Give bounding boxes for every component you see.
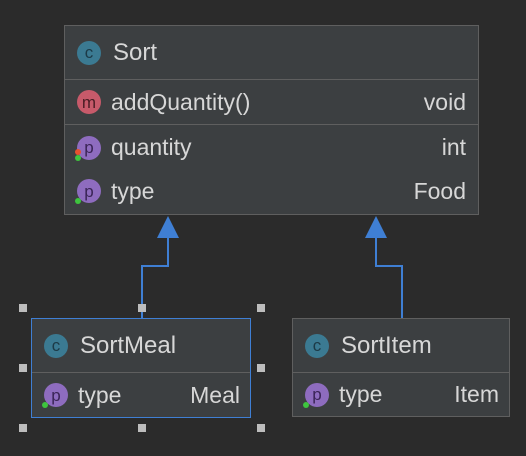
class-sortmeal[interactable]: c SortMeal p type Meal bbox=[31, 318, 251, 418]
method-return-type: void bbox=[423, 88, 466, 115]
getter-indicator-icon bbox=[42, 402, 48, 408]
getter-indicator-icon bbox=[303, 401, 309, 408]
method-icon: m bbox=[77, 90, 101, 114]
resize-handle-right[interactable] bbox=[257, 364, 265, 372]
property-icon: p bbox=[42, 383, 68, 408]
property-name: quantity bbox=[111, 134, 192, 160]
class-icon: c bbox=[44, 333, 68, 358]
getter-indicator-icon bbox=[75, 198, 81, 204]
property-icon: p bbox=[303, 382, 329, 408]
property-row[interactable]: p type Item bbox=[293, 373, 509, 416]
class-icon: c bbox=[305, 333, 329, 358]
property-row[interactable]: p type Meal bbox=[32, 373, 250, 417]
class-name: SortItem bbox=[341, 331, 432, 359]
inheritance-arrowhead-icon bbox=[157, 216, 179, 238]
setter-indicator-icon bbox=[75, 148, 81, 155]
class-header: c SortItem bbox=[293, 319, 509, 373]
class-icon: c bbox=[77, 40, 101, 65]
resize-handle-bottom-right[interactable] bbox=[257, 424, 265, 432]
property-name: type bbox=[339, 381, 383, 407]
property-row[interactable]: p quantity int bbox=[65, 124, 478, 170]
method-row[interactable]: m addQuantity() void bbox=[65, 80, 478, 124]
resize-handle-top-left[interactable] bbox=[19, 304, 27, 312]
class-header: c Sort bbox=[65, 26, 478, 80]
resize-handle-top-right[interactable] bbox=[257, 304, 265, 312]
edge-sortitem-to-sort[interactable] bbox=[375, 232, 403, 318]
property-type: Meal bbox=[190, 381, 240, 408]
property-type: Item bbox=[454, 381, 499, 407]
getter-indicator-icon bbox=[75, 154, 81, 161]
resize-handle-bottom[interactable] bbox=[138, 424, 146, 432]
property-name: type bbox=[111, 177, 155, 204]
property-row[interactable]: p type Food bbox=[65, 170, 478, 212]
class-name: Sort bbox=[113, 38, 158, 66]
class-header: c SortMeal bbox=[32, 319, 250, 373]
edge-sortmeal-to-sort[interactable] bbox=[141, 232, 169, 318]
resize-handle-top[interactable] bbox=[138, 304, 146, 312]
property-icon-letter: p bbox=[84, 181, 94, 201]
property-type: int bbox=[441, 134, 466, 160]
class-name: SortMeal bbox=[80, 331, 177, 359]
property-type: Food bbox=[413, 177, 466, 204]
property-icon-letter: p bbox=[51, 385, 61, 405]
class-sort[interactable]: c Sort m addQuantity() void p quantity i… bbox=[64, 25, 479, 215]
property-name: type bbox=[78, 381, 122, 408]
resize-handle-left[interactable] bbox=[19, 364, 27, 372]
resize-handle-bottom-left[interactable] bbox=[19, 424, 27, 432]
property-icon: p bbox=[75, 135, 101, 161]
inheritance-arrowhead-icon bbox=[365, 216, 387, 238]
class-sortitem[interactable]: c SortItem p type Item bbox=[292, 318, 510, 417]
property-icon: p bbox=[75, 179, 101, 204]
method-name: addQuantity() bbox=[111, 88, 251, 115]
property-icon-letter: p bbox=[84, 138, 94, 157]
property-icon-letter: p bbox=[312, 385, 322, 404]
